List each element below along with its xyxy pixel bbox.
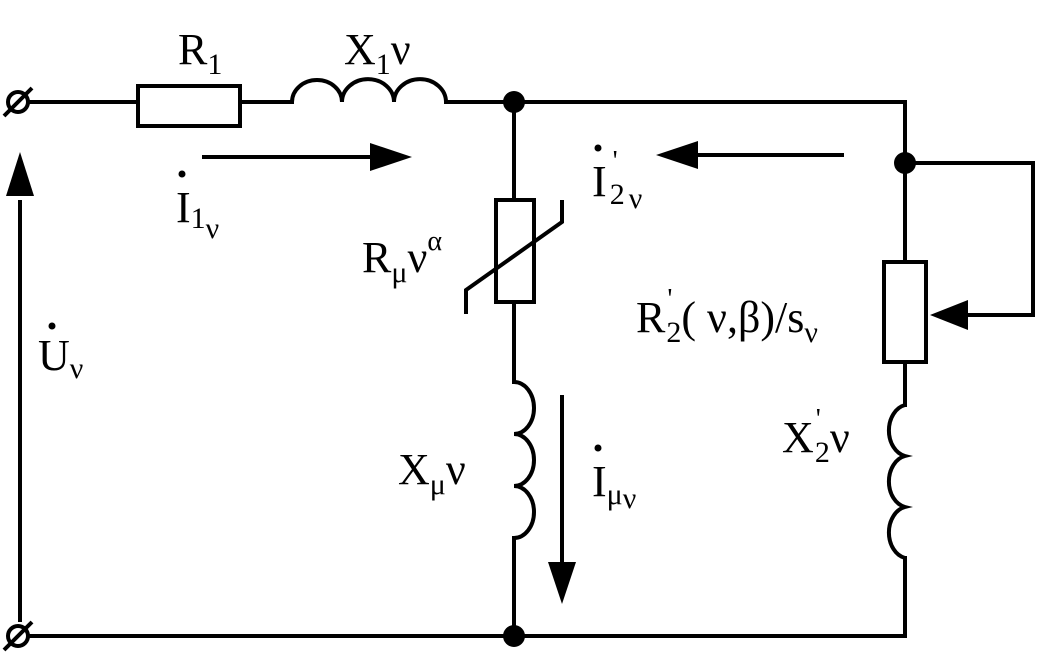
label-x2: X'2ν: [782, 404, 850, 469]
rheostat-wiper-arrow: [930, 300, 968, 330]
arrow-u: [6, 152, 34, 622]
label-r1: R1: [178, 25, 222, 81]
svg-text:Iμν: Iμν: [592, 457, 636, 515]
nonlinear-resistor-rmu: [464, 198, 564, 314]
inductor-x1: [290, 77, 448, 103]
label-u: Uν: [38, 322, 83, 385]
resistor-r1: [136, 84, 242, 128]
label-r2: R'2( ν,β)/sν: [636, 284, 818, 349]
label-x1: X1ν: [344, 25, 411, 81]
svg-text:Uν: Uν: [38, 331, 83, 385]
junction-top-mid: [503, 91, 525, 113]
label-imu: Iμν: [592, 444, 636, 515]
terminal-bottom: [2, 620, 34, 652]
inductor-x2: [886, 403, 913, 560]
junction-rheostat: [894, 152, 916, 174]
label-i1: I1ν: [176, 170, 219, 245]
svg-text:I'2ν: I'2ν: [592, 146, 642, 215]
arrow-i1: [202, 143, 412, 171]
inductor-xmu: [513, 380, 536, 540]
arrow-imu: [548, 395, 576, 604]
junction-bottom-mid: [503, 625, 525, 647]
label-rmu: Rμνα: [362, 226, 442, 289]
label-xmu: Xμν: [398, 445, 466, 501]
terminal-top: [2, 86, 34, 118]
svg-text:I1ν: I1ν: [176, 183, 219, 245]
rheostat-r2: [882, 260, 928, 364]
arrow-i2: [656, 141, 844, 169]
